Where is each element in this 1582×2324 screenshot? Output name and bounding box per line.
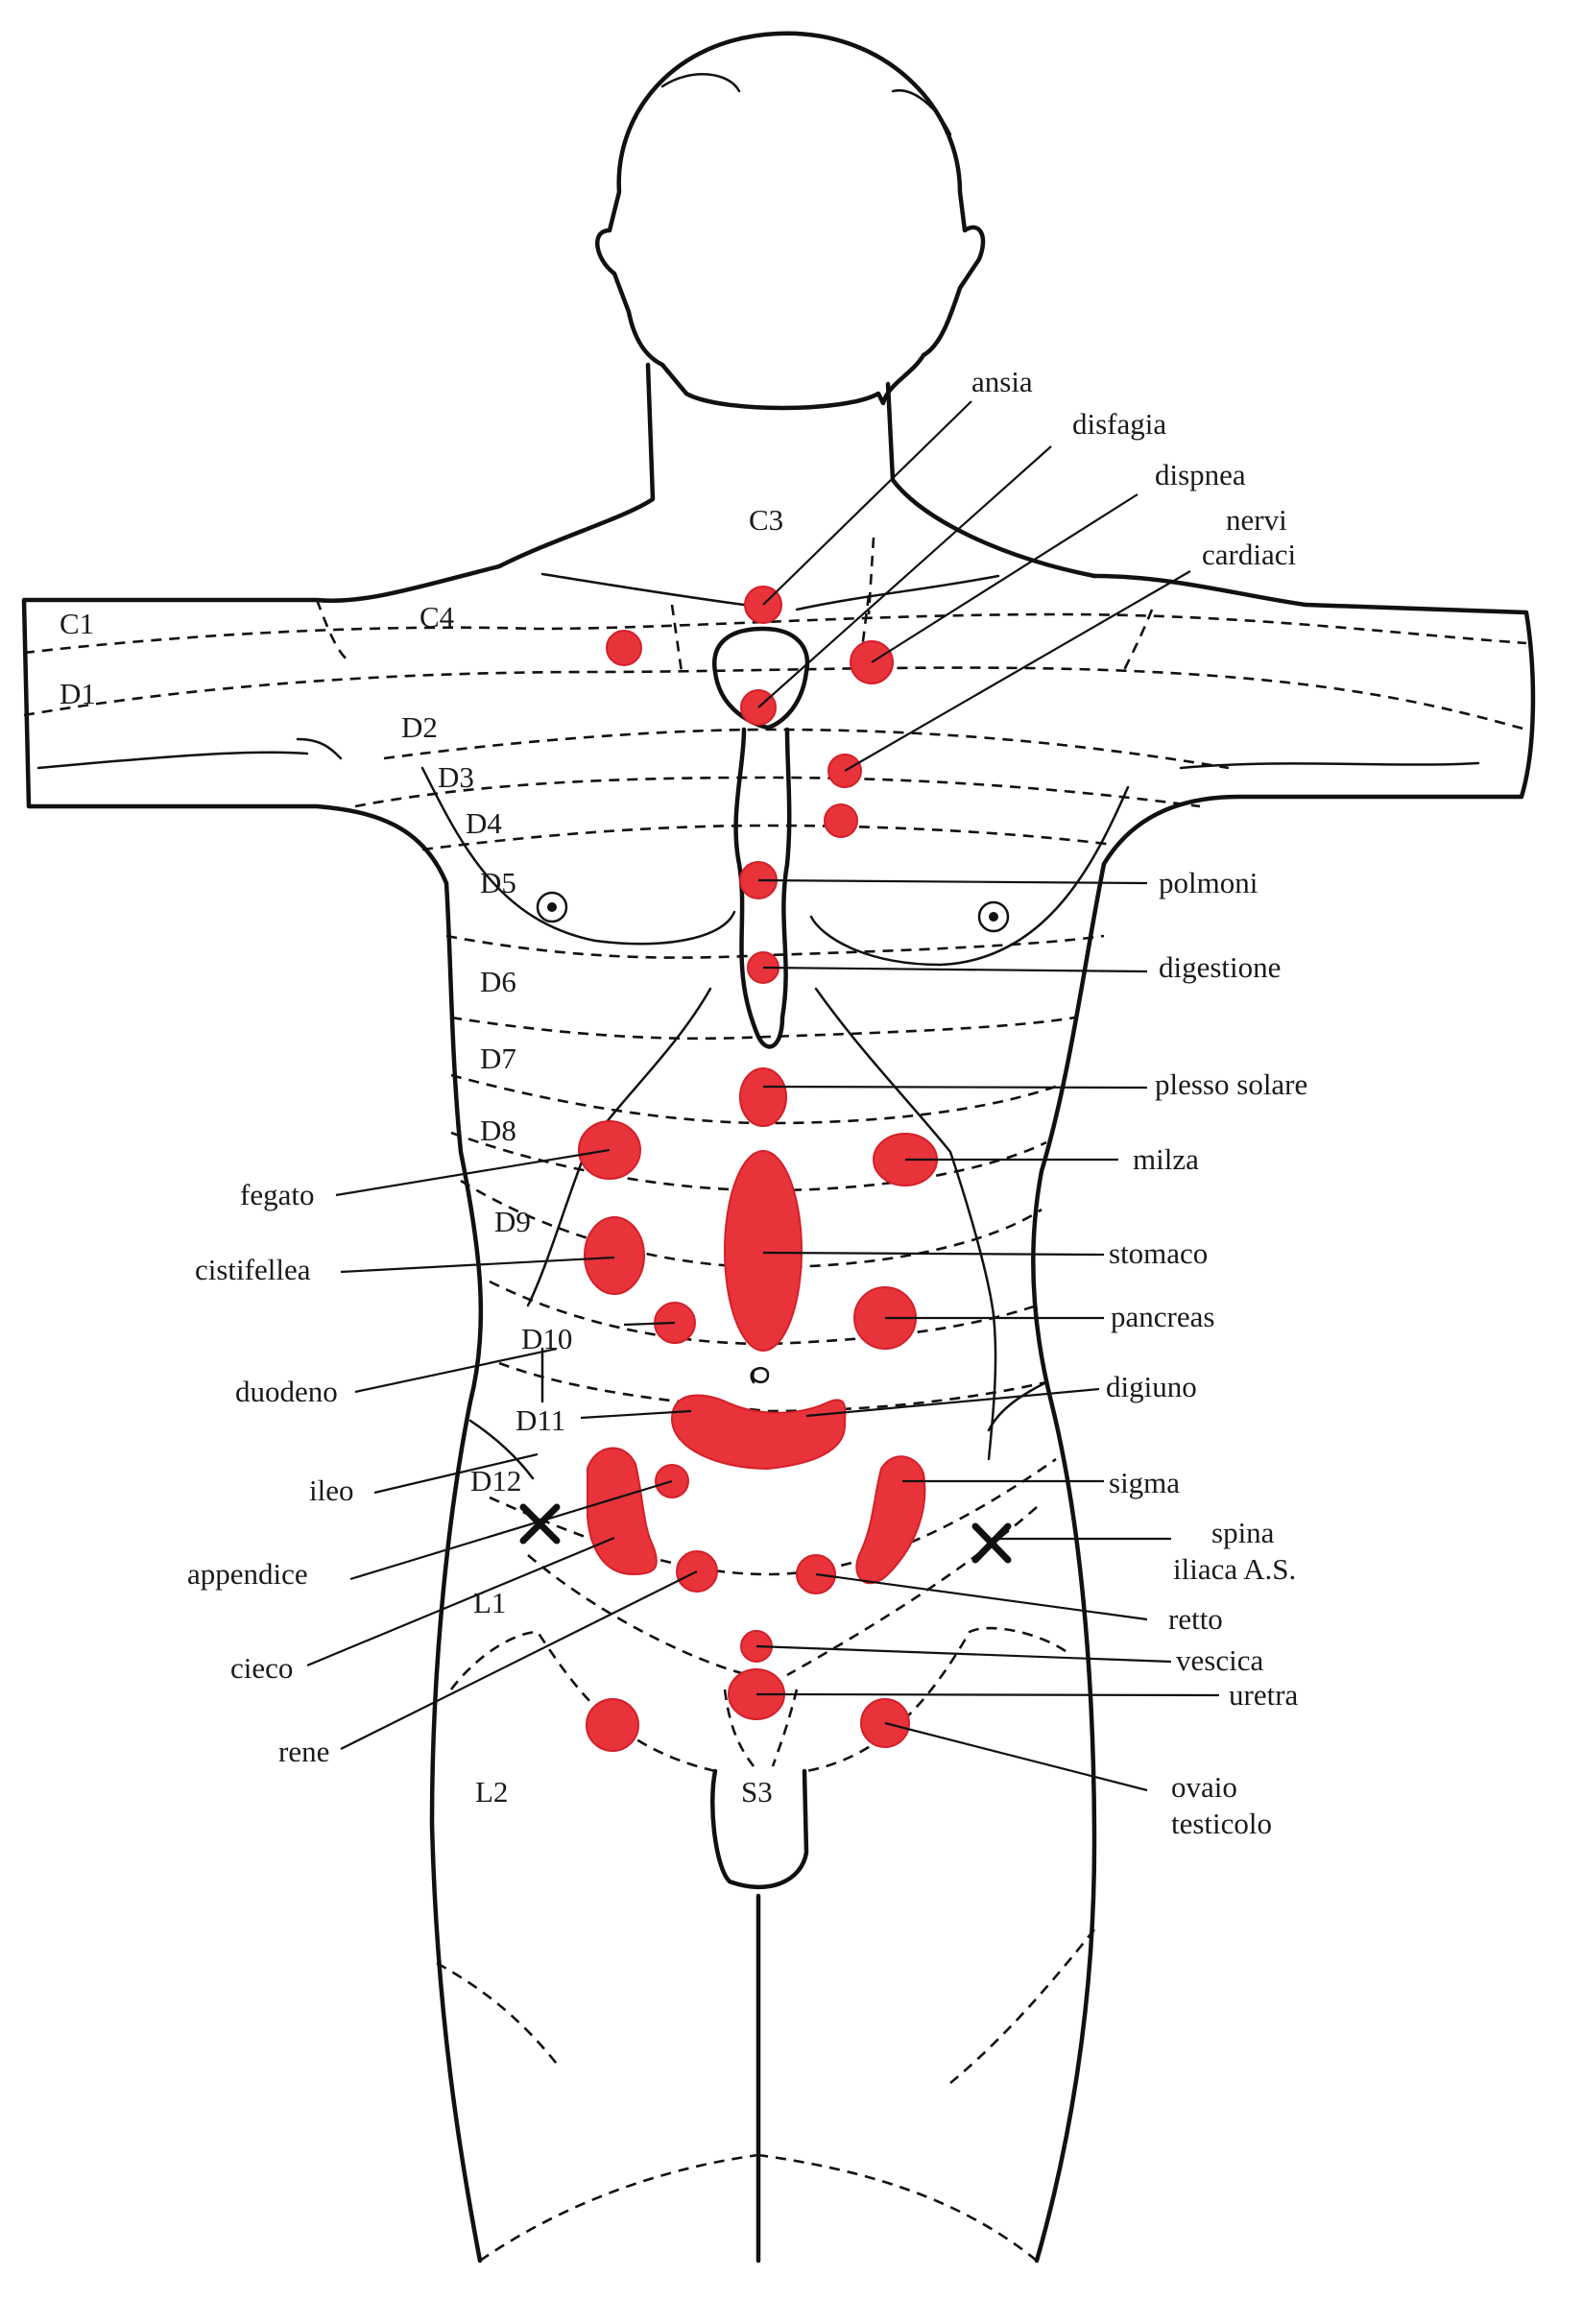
segment-d8: D8 [480, 1114, 516, 1147]
label-sigma: sigma [1109, 1466, 1180, 1499]
label-appendice: appendice [187, 1557, 308, 1591]
spot-ovaio-left[interactable] [586, 1698, 639, 1752]
spot-nervi-cardiaci-2[interactable] [824, 803, 858, 838]
label-disfagia: disfagia [1072, 407, 1166, 441]
label-nervi: nervi [1226, 503, 1287, 537]
label-polmoni: polmoni [1159, 866, 1258, 899]
dermatome-lines [23, 537, 1527, 2263]
arm-left-outline [21, 563, 502, 886]
label-ileo: ileo [309, 1473, 354, 1507]
body-outline [21, 31, 1536, 2264]
label-spina: spina [1211, 1516, 1275, 1549]
label-pancreas: pancreas [1111, 1300, 1214, 1333]
label-digiuno: digiuno [1106, 1370, 1197, 1403]
segment-d11: D11 [515, 1403, 565, 1437]
segment-d10: D10 [521, 1322, 572, 1355]
head-outline [595, 31, 986, 411]
spot-chest-left[interactable] [606, 630, 642, 666]
segment-d4: D4 [466, 806, 502, 840]
segment-d9: D9 [494, 1205, 531, 1238]
label-ovaio: ovaio [1171, 1770, 1237, 1804]
segment-d12: D12 [470, 1464, 521, 1497]
label-cieco: cieco [230, 1651, 293, 1685]
label-plesso-solare: plesso solare [1155, 1067, 1307, 1101]
segment-c4: C4 [419, 600, 455, 634]
segment-l2: L2 [475, 1775, 508, 1809]
segment-d6: D6 [480, 965, 516, 998]
label-ansia: ansia [971, 365, 1033, 398]
segment-d3: D3 [438, 760, 474, 794]
segment-d5: D5 [480, 866, 516, 899]
spot-cieco[interactable] [587, 1447, 658, 1576]
label-digestione: digestione [1159, 950, 1281, 984]
label-testicolo: testicolo [1171, 1807, 1272, 1840]
spot-plesso-solare[interactable] [739, 1067, 787, 1127]
arm-right-outline [1091, 573, 1536, 867]
segment-c3: C3 [749, 503, 783, 537]
label-fegato: fegato [240, 1178, 314, 1211]
label-retto: retto [1168, 1602, 1223, 1636]
spot-cistifellea[interactable] [584, 1216, 645, 1295]
neck-outline [496, 362, 656, 569]
torso-right-outline [1031, 861, 1107, 2264]
label-rene: rene [278, 1735, 329, 1768]
torso-left-outline [429, 880, 484, 2264]
leader-lines [306, 400, 1220, 1792]
label-milza: milza [1133, 1142, 1199, 1176]
label-duodeno: duodeno [235, 1375, 338, 1408]
reflex-spots [578, 586, 938, 1752]
segment-d1: D1 [60, 677, 96, 710]
spot-sigma[interactable] [855, 1455, 926, 1585]
label-cardiaci: cardiaci [1202, 538, 1296, 571]
segment-c1: C1 [60, 607, 94, 640]
label-iliaca: iliaca A.S. [1173, 1552, 1296, 1586]
label-cistifellea: cistifellea [195, 1253, 311, 1286]
label-vescica: vescica [1176, 1643, 1263, 1677]
segment-d2: D2 [401, 710, 438, 744]
organ-labels: ansia disfagia dispnea nervi cardiaci po… [187, 365, 1307, 1840]
spot-stomaco[interactable] [724, 1150, 803, 1352]
label-uretra: uretra [1229, 1678, 1299, 1712]
spot-digiuno[interactable] [670, 1394, 847, 1471]
groin-outline [710, 1768, 809, 1890]
x-marks [519, 1503, 1012, 1564]
label-stomaco: stomaco [1109, 1236, 1208, 1270]
segment-labels: C3 C1 C4 D1 D2 D3 D4 D5 D6 D7 D8 D9 D10 … [60, 503, 783, 1809]
segment-s3: S3 [741, 1775, 773, 1809]
label-dispnea: dispnea [1155, 458, 1246, 491]
segment-d7: D7 [480, 1042, 516, 1075]
segment-l1: L1 [473, 1586, 506, 1619]
